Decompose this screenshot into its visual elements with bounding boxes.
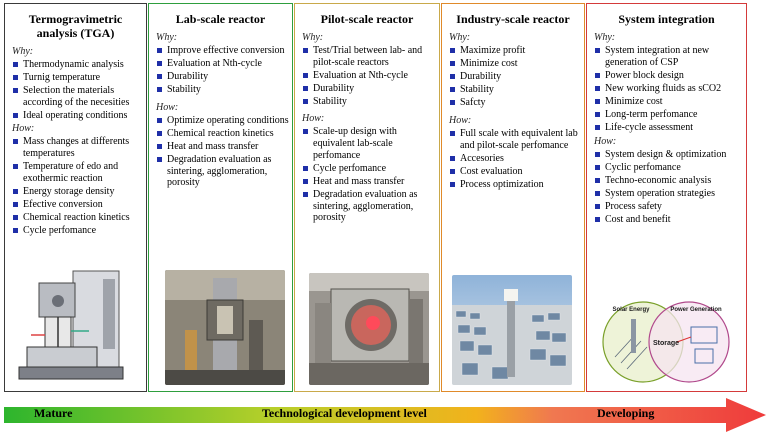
panel-industry-scale: Industry-scale reactor Why: Maximize pro… [441, 3, 585, 392]
how-list: Scale-up design with equivalent lab-scal… [295, 126, 439, 223]
how-list: System design & optimization Cyclic perf… [587, 149, 746, 226]
pilot-reactor-photo [309, 273, 429, 385]
list-item: Degradation evaluation as sintering, agg… [156, 154, 289, 189]
list-item: Turnig temperature [12, 72, 143, 84]
solar-energy-label: Solar Energy [612, 307, 650, 313]
list-item: New working fluids as sCO2 [594, 83, 743, 95]
mature-label: Mature [34, 406, 73, 420]
list-item: Durability [156, 71, 289, 83]
list-item: Durability [302, 83, 436, 95]
how-label: How: [12, 123, 35, 135]
list-item: Degradation evaluation as sintering, agg… [302, 189, 436, 224]
why-label: Why: [302, 32, 324, 43]
panel-title: System integration [618, 12, 715, 26]
why-label: Why: [594, 32, 616, 43]
list-item: Heat and mass transfer [156, 141, 289, 153]
how-label: How: [302, 113, 325, 125]
how-label: How: [449, 114, 472, 126]
list-item: Cycle perfomance [302, 163, 436, 175]
list-item: Scale-up design with equivalent lab-scal… [302, 126, 436, 161]
list-item: Efective conversion [12, 199, 143, 211]
how-list: Mass changes at differents temperatures … [5, 136, 146, 236]
list-item: Power block design [594, 70, 743, 82]
list-item: Cost evaluation [449, 166, 581, 178]
how-list: Full scale with equivalent lab and pilot… [442, 128, 584, 190]
list-item: System integration at new generation of … [594, 45, 743, 68]
list-item: Minimize cost [594, 96, 743, 108]
panel-system-integration: System integration Why: System integrati… [586, 3, 747, 392]
panel-tga: Termogravimetric analysis (TGA) Why: The… [4, 3, 147, 392]
list-item: Long-term perfomance [594, 109, 743, 121]
list-item: Energy storage density [12, 186, 143, 198]
list-item: Durability [449, 71, 581, 83]
list-item: Selection the materials according of the… [12, 85, 143, 108]
why-list: Improve effective conversion Evaluation … [149, 45, 292, 96]
list-item: Life-cycle assessment [594, 122, 743, 134]
list-item: Stability [302, 96, 436, 108]
storage-label: Storage [653, 340, 679, 347]
why-label: Why: [449, 32, 471, 43]
list-item: Test/Trial between lab- and pilot-scale … [302, 45, 436, 68]
list-item: Maximize profit [449, 45, 581, 57]
why-list: Maximize profit Minimize cost Durability… [442, 45, 584, 109]
list-item: Techno-economic analysis [594, 175, 743, 187]
list-item: Optimize operating conditions [156, 115, 289, 127]
how-label: How: [594, 135, 617, 147]
why-list: Test/Trial between lab- and pilot-scale … [295, 45, 439, 107]
list-item: Ideal operating conditions [12, 110, 143, 122]
list-item: Chemical reaction kinetics [156, 128, 289, 140]
developing-label: Developing [597, 406, 655, 420]
list-item: Full scale with equivalent lab and pilot… [449, 128, 581, 151]
list-item: Stability [449, 84, 581, 96]
panel-lab-scale: Lab-scale reactor Why: Improve effective… [148, 3, 293, 392]
panel-title: Termogravimetric analysis (TGA) [28, 12, 123, 40]
why-label: Why: [156, 32, 178, 43]
development-level-label: Technological development level [262, 406, 427, 420]
power-generation-label: Power Generation [670, 307, 722, 313]
how-label: How: [156, 101, 179, 113]
system-integration-venn-diagram: Solar Energy Power Generation Storage [602, 301, 730, 383]
solar-tower-plant-image [452, 275, 572, 385]
panel-title: Industry-scale reactor [456, 12, 570, 26]
list-item: Safcty [449, 97, 581, 109]
tga-instrument-image [15, 265, 135, 385]
list-item: Process safety [594, 201, 743, 213]
list-item: Cycle perfomance [12, 225, 143, 237]
list-item: Evaluation at Nth-cycle [302, 70, 436, 82]
panel-title: Lab-scale reactor [175, 12, 266, 26]
list-item: Thermodynamic analysis [12, 59, 143, 71]
development-level-arrow [4, 398, 766, 432]
how-list: Optimize operating conditions Chemical r… [149, 115, 292, 189]
list-item: Minimize cost [449, 58, 581, 70]
why-list: System integration at new generation of … [587, 45, 746, 134]
panel-pilot-scale: Pilot-scale reactor Why: Test/Trial betw… [294, 3, 440, 392]
list-item: System operation strategies [594, 188, 743, 200]
list-item: Temperature of edo and exothermic reacti… [12, 161, 143, 184]
list-item: Cyclic perfomance [594, 162, 743, 174]
list-item: Mass changes at differents temperatures [12, 136, 143, 159]
list-item: Heat and mass transfer [302, 176, 436, 188]
list-item: Cost and benefit [594, 214, 743, 226]
lab-reactor-photo [165, 270, 285, 385]
list-item: Accesories [449, 153, 581, 165]
list-item: System design & optimization [594, 149, 743, 161]
list-item: Chemical reaction kinetics [12, 212, 143, 224]
list-item: Process optimization [449, 179, 581, 191]
list-item: Stability [156, 84, 289, 96]
list-item: Evaluation at Nth-cycle [156, 58, 289, 70]
panel-title: Pilot-scale reactor [320, 12, 414, 26]
why-list: Thermodynamic analysis Turnig temperatur… [5, 59, 146, 121]
list-item: Improve effective conversion [156, 45, 289, 57]
why-label: Why: [12, 46, 34, 57]
